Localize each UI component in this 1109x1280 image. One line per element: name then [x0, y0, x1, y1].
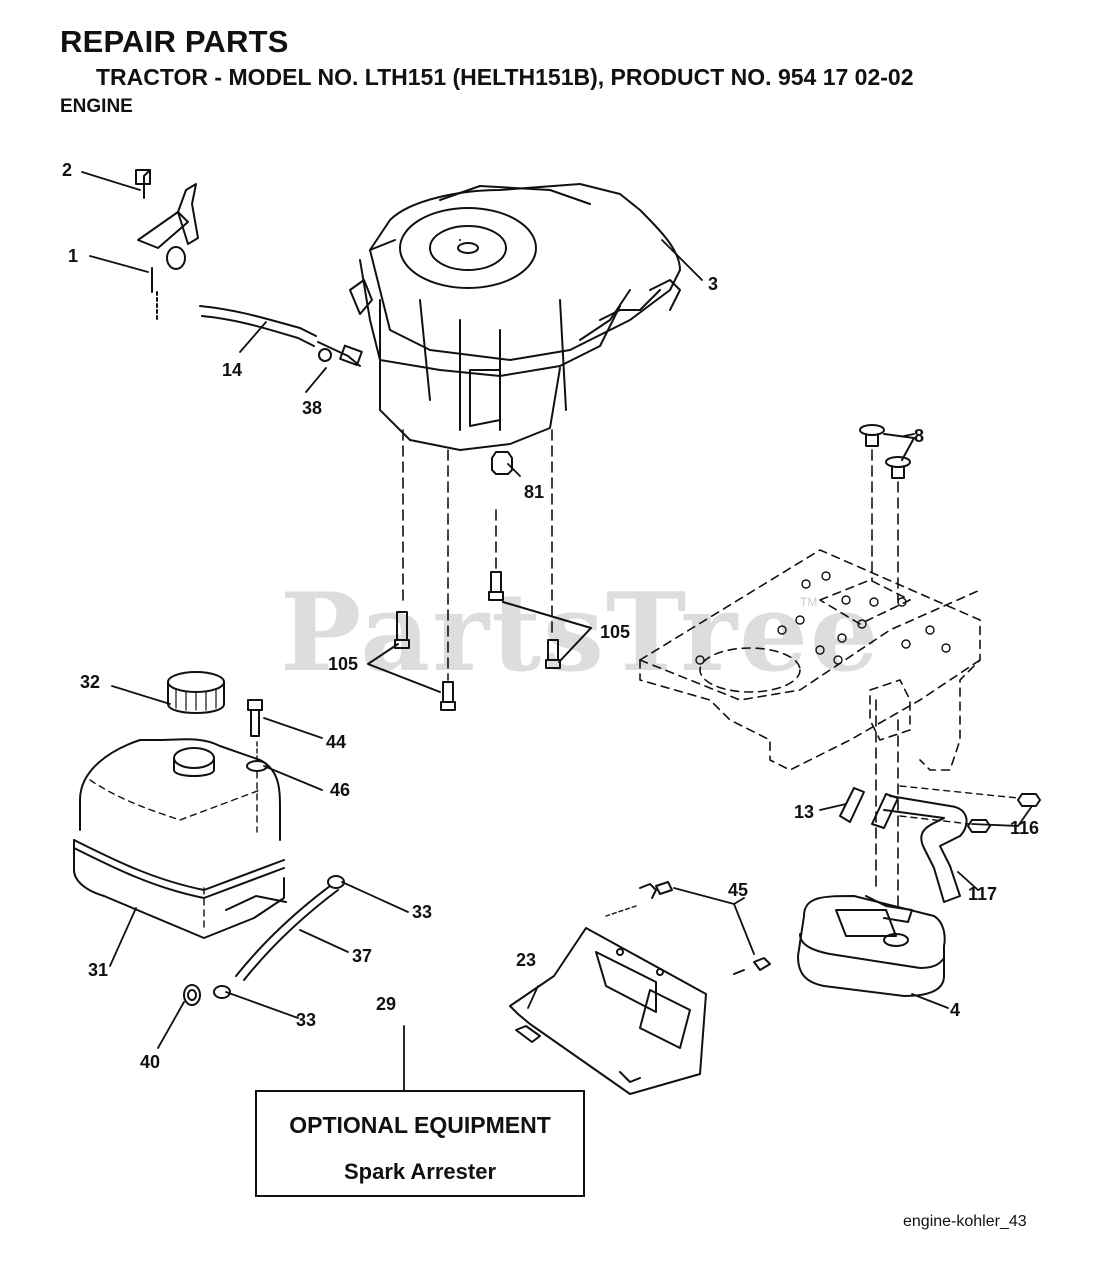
- callout-2: 2: [62, 160, 73, 180]
- diagram-reference: engine-kohler_43: [903, 1213, 1027, 1230]
- optional-equipment-title: OPTIONAL EQUIPMENT: [289, 1112, 551, 1138]
- callout-40: 40: [140, 1052, 161, 1072]
- callout-14: 14: [222, 360, 243, 380]
- tractor-frame-part: [639, 549, 981, 771]
- callout-8: 8: [914, 426, 925, 446]
- callout-13: 13: [794, 802, 815, 822]
- throttle-control-part: [135, 169, 199, 323]
- fuel-hose-part: [183, 875, 345, 1006]
- fuel-tank-part: [73, 738, 287, 939]
- callout-44: 44: [326, 732, 347, 752]
- callout-105-left: 105: [328, 654, 359, 674]
- bolts-8-part: [859, 424, 915, 479]
- fuel-line-part: [199, 305, 363, 367]
- callout-37: 37: [352, 946, 373, 966]
- spark-arrester-part: [509, 881, 771, 1095]
- page-title: REPAIR PARTS: [60, 24, 289, 59]
- callout-105-right: 105: [600, 622, 631, 642]
- bolt-guide-lines: [871, 449, 899, 911]
- callout-29: 29: [376, 994, 397, 1014]
- page-subtitle: TRACTOR - MODEL NO. LTH151 (HELTH151B), …: [96, 64, 914, 90]
- callout-32: 32: [80, 672, 101, 692]
- callout-leader-lines: [81, 171, 1033, 1091]
- callout-117: 117: [968, 884, 998, 904]
- callout-33-lower: 33: [296, 1010, 317, 1030]
- callout-33-upper: 33: [412, 902, 433, 922]
- optional-equipment-item: Spark Arrester: [343, 1159, 497, 1184]
- frame-holes: [695, 571, 951, 665]
- callout-46: 46: [330, 780, 351, 800]
- callout-4: 4: [950, 1000, 961, 1020]
- watermark-trademark: TM: [800, 595, 818, 609]
- callout-3: 3: [708, 274, 719, 294]
- section-title: ENGINE: [60, 96, 133, 117]
- callout-116: 116: [1010, 818, 1040, 838]
- callout-1: 1: [68, 246, 79, 266]
- engine-mount-guide-lines: [402, 429, 553, 681]
- callout-23: 23: [516, 950, 537, 970]
- callout-38: 38: [302, 398, 323, 418]
- callout-81: 81: [524, 482, 545, 502]
- nut-81-part: [491, 451, 513, 475]
- callout-31: 31: [88, 960, 109, 980]
- exhaust-pipe-part: [839, 787, 1041, 903]
- bolts-105-part: [367, 571, 592, 711]
- exhaust-guide-lines: [899, 785, 1019, 825]
- optional-equipment-box: OPTIONAL EQUIPMENT Spark Arrester: [255, 1090, 585, 1197]
- muffler-part: [797, 895, 946, 997]
- callout-45: 45: [728, 880, 749, 900]
- engine-assembly: [349, 183, 681, 451]
- fuel-cap-part: [167, 671, 225, 714]
- screw-washer-part: [246, 699, 268, 833]
